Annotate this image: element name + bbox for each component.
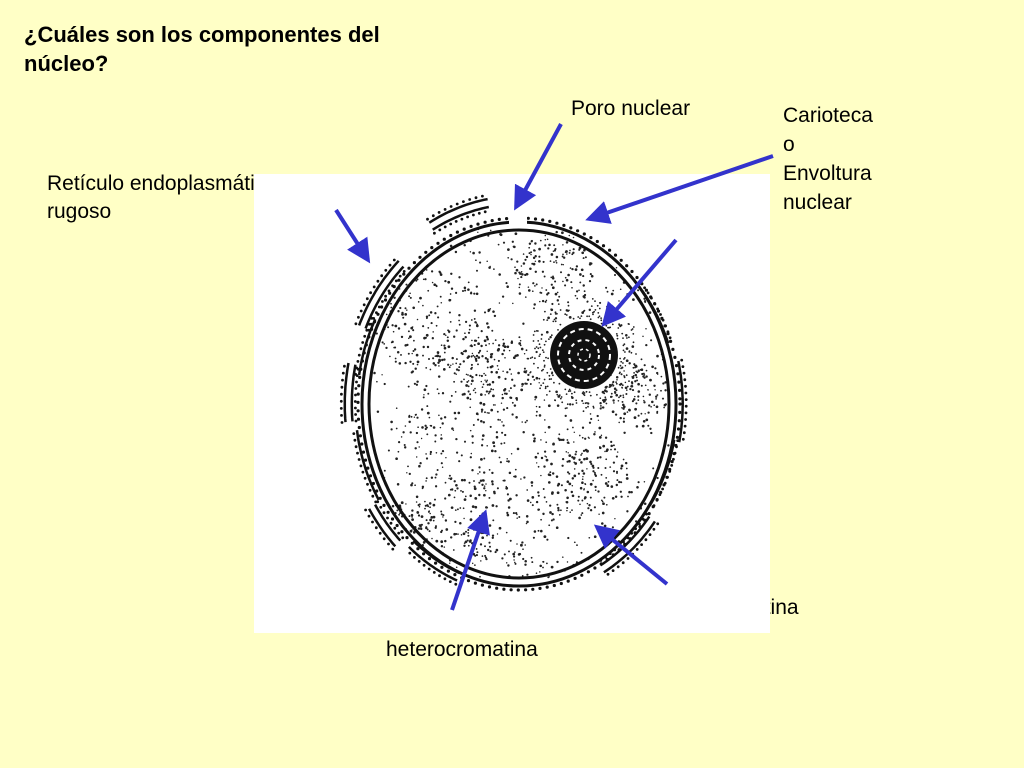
label-reticulo: Retículo endoplasmático rugoso [47, 170, 277, 226]
label-carioteca-line-3: Envoltura [783, 162, 872, 185]
nucleolus [550, 321, 618, 389]
arrow-heterocromatina [450, 509, 490, 611]
arrow-nucleolo [601, 238, 678, 328]
label-carioteca: Carioteca o Envoltura nuclear [783, 101, 873, 217]
slide-title: ¿Cuáles son los componentes del núcleo? [24, 20, 464, 78]
ribosome-dots [356, 216, 682, 592]
label-reticulo-line-2: rugoso [47, 200, 112, 223]
label-heterocromatina: heterocromatina [386, 638, 538, 661]
nuclear-pore [509, 214, 527, 226]
label-reticulo-line-1: Retículo endoplasmático [47, 172, 277, 195]
label-carioteca-line-1: Carioteca [783, 104, 873, 127]
label-carioteca-line-2: o [783, 133, 795, 156]
nucleus-svg [339, 194, 688, 592]
nucleus-drawing [254, 174, 770, 633]
arrow-reticulo [334, 208, 371, 264]
arrow-poro-nuclear [514, 123, 563, 211]
label-carioteca-line-4: nuclear [783, 191, 852, 214]
slide-title-line-2: núcleo? [24, 51, 109, 76]
label-poro-nuclear: Poro nuclear [571, 97, 691, 120]
arrow-carioteca [585, 154, 774, 224]
slide-title-line-1: ¿Cuáles son los componentes del [24, 22, 380, 47]
arrow-eucromatina [593, 524, 669, 586]
